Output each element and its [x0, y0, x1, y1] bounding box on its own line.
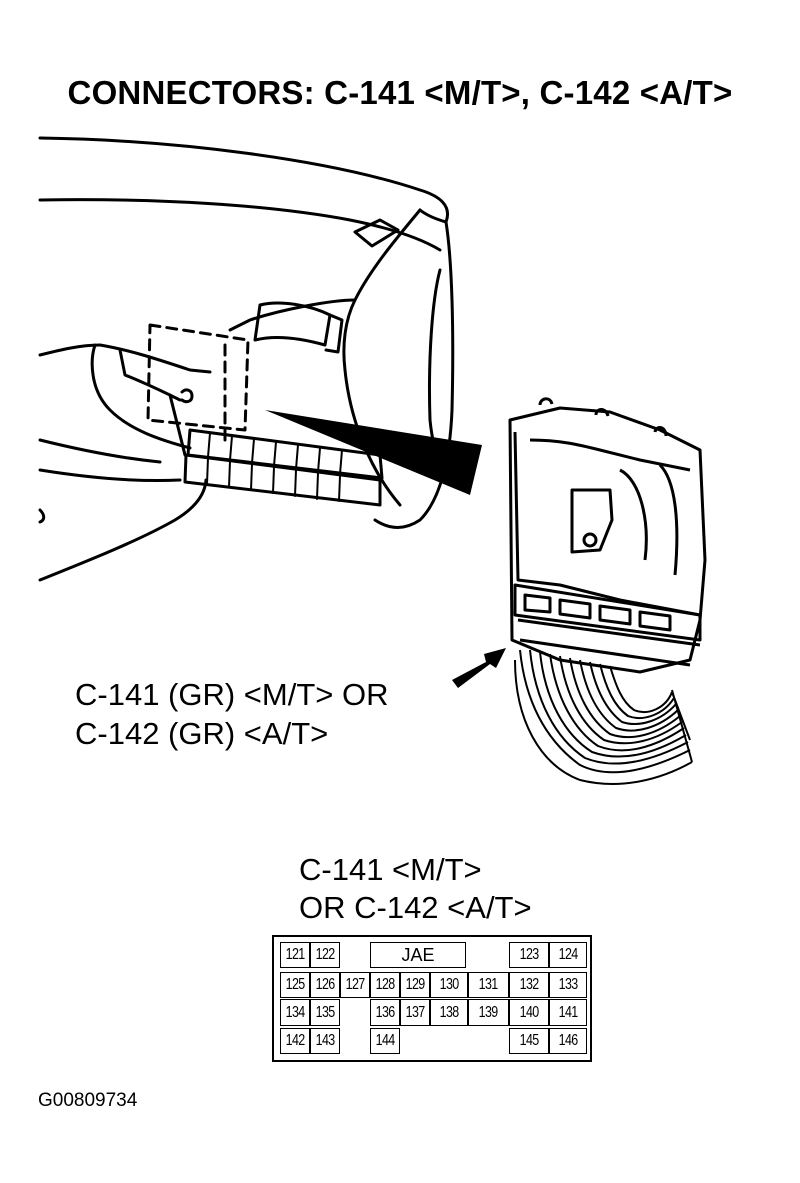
pin-146: 146: [549, 1028, 587, 1054]
pin-122: 122: [310, 942, 340, 968]
pin-130: 130: [430, 972, 468, 998]
pin-125: 125: [280, 972, 310, 998]
pin-135: 135: [310, 999, 340, 1026]
diagram-title: CONNECTORS: C-141 <M/T>, C-142 <A/T>: [67, 74, 733, 111]
pin-129: 129: [400, 972, 430, 998]
pin-124: 124: [549, 942, 587, 968]
pin-131: 131: [468, 972, 509, 998]
pin-136: 136: [370, 999, 400, 1026]
manufacturer-label: JAE: [370, 942, 466, 968]
pin-132: 132: [509, 972, 549, 998]
connector-face-label-line1: C-141 <M/T>: [299, 852, 482, 887]
pin-138: 138: [430, 999, 468, 1026]
pin-144: 144: [370, 1028, 400, 1054]
pin-145: 145: [509, 1028, 549, 1054]
pin-143: 143: [310, 1028, 340, 1054]
pin-134: 134: [280, 999, 310, 1026]
pin-137: 137: [400, 999, 430, 1026]
connector-face-label-line2: OR C-142 <A/T>: [299, 890, 532, 925]
pin-123: 123: [509, 942, 549, 968]
pin-142: 142: [280, 1028, 310, 1054]
pin-139: 139: [468, 999, 509, 1026]
pin-128: 128: [370, 972, 400, 998]
pin-121: 121: [280, 942, 310, 968]
connector-face-diagram: 121 122 JAE 123 124 125 126 127 128 129 …: [272, 935, 592, 1062]
callout-label-line2: C-142 (GR) <A/T>: [75, 716, 329, 751]
pin-127: 127: [340, 972, 370, 998]
pin-126: 126: [310, 972, 340, 998]
figure-id: G00809734: [38, 1090, 138, 1111]
pin-141: 141: [549, 999, 587, 1026]
pin-140: 140: [509, 999, 549, 1026]
callout-label-line1: C-141 (GR) <M/T> OR: [75, 677, 389, 712]
pin-133: 133: [549, 972, 587, 998]
